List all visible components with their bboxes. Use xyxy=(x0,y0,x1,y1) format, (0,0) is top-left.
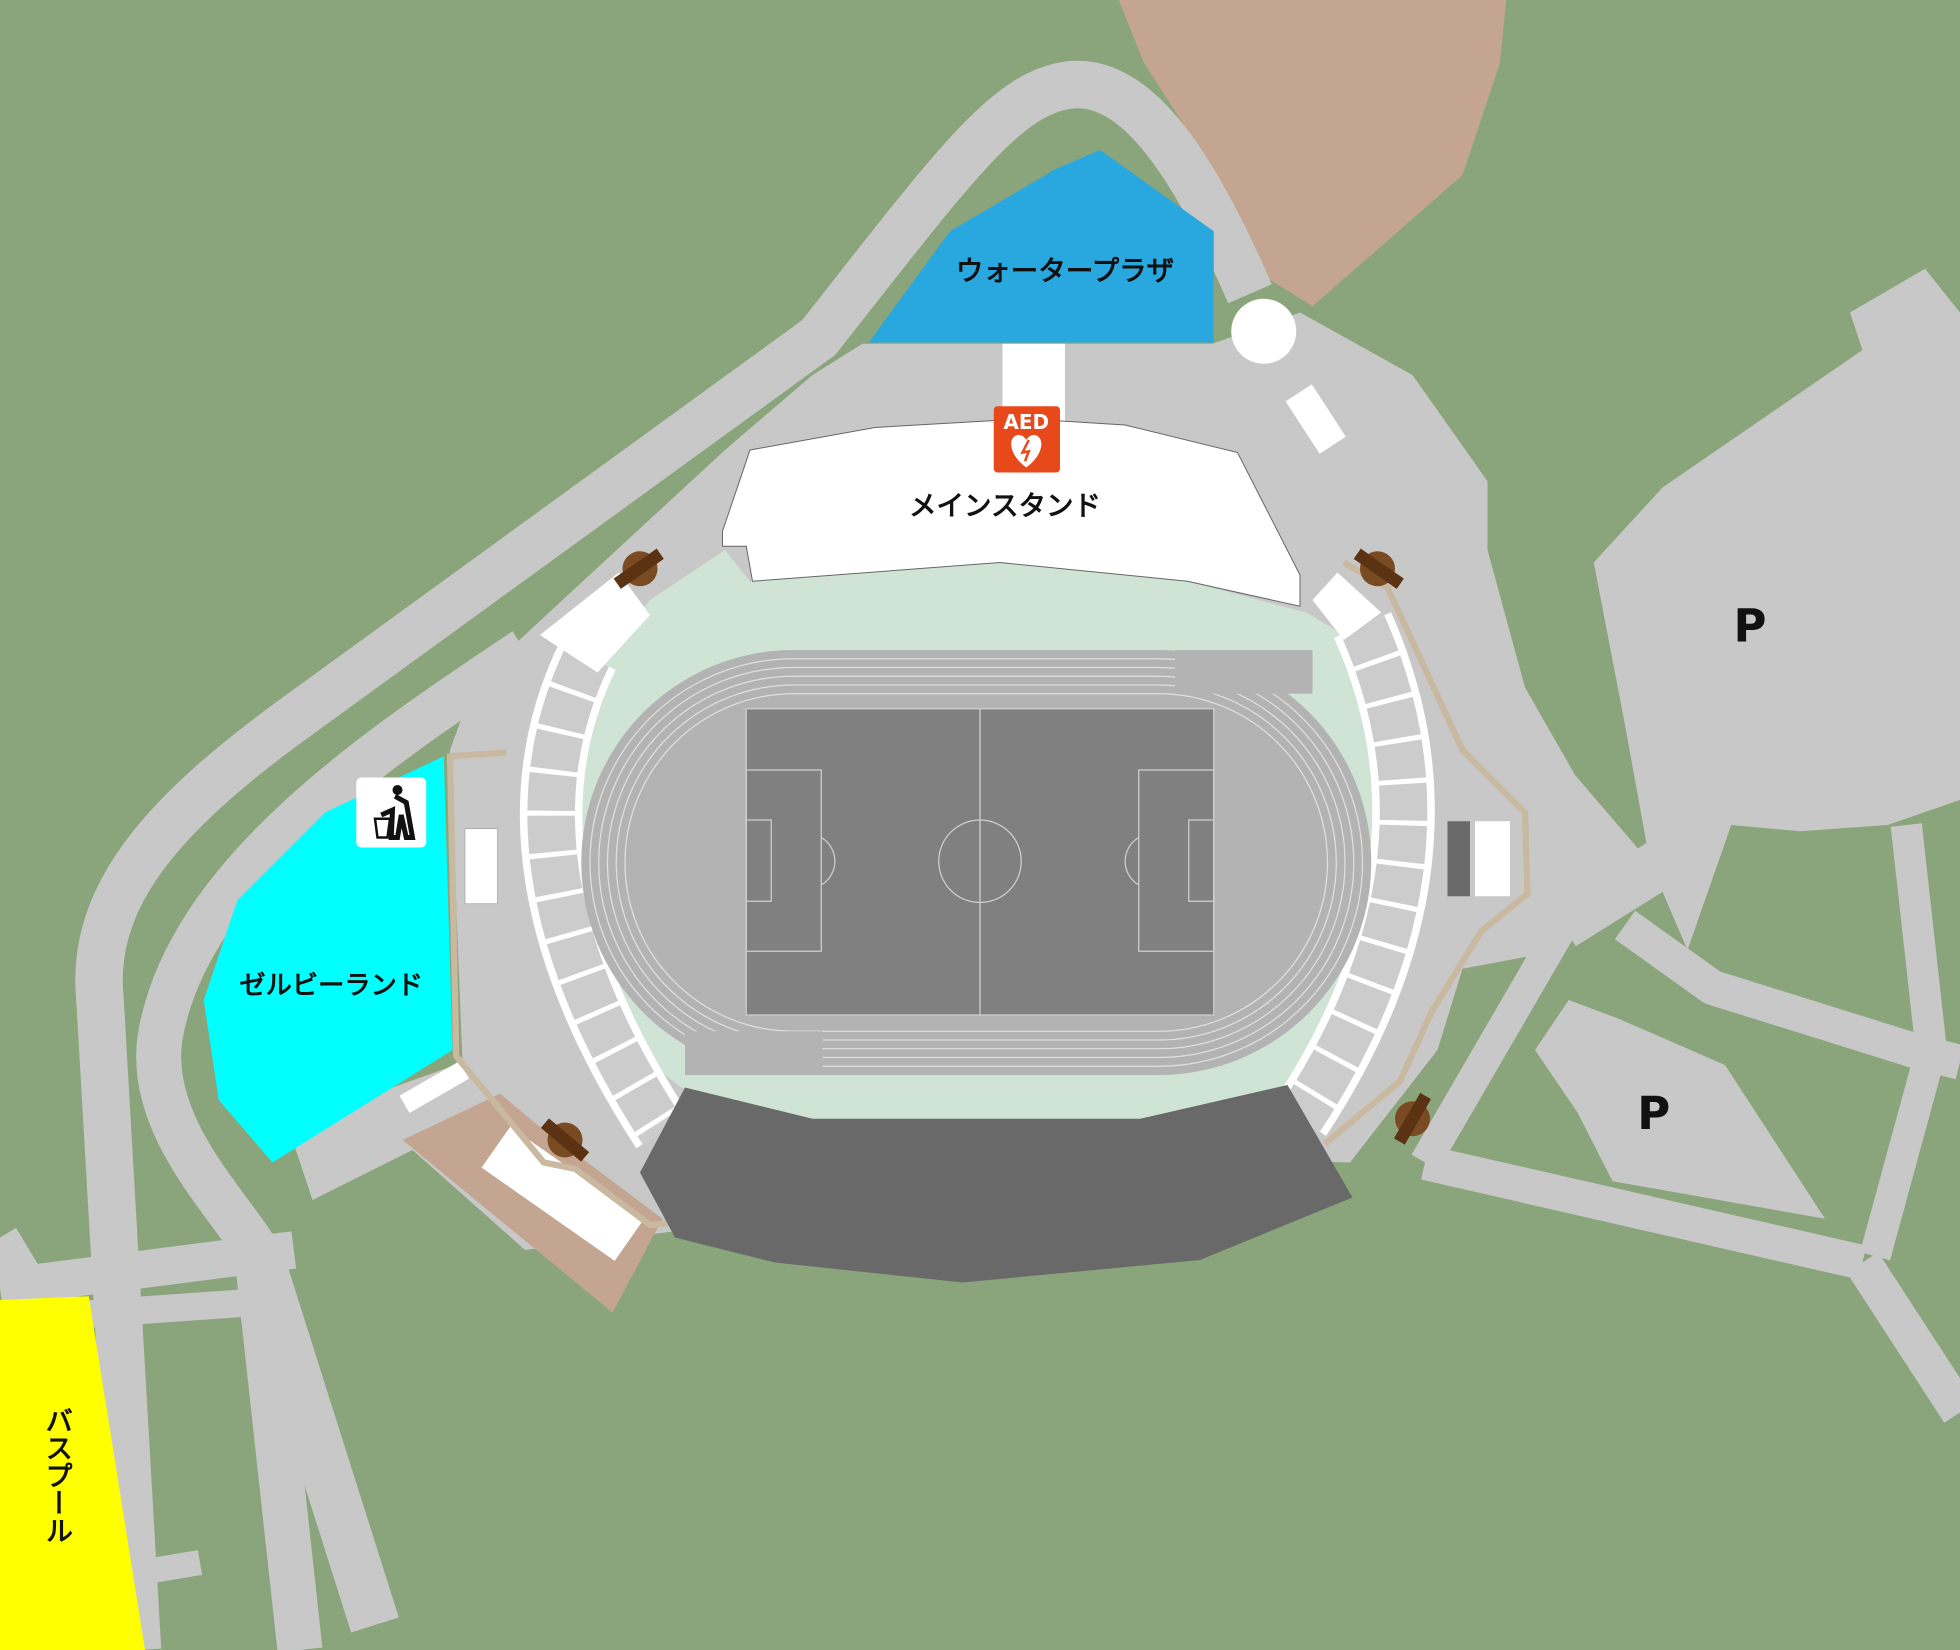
parking-label-southeast: P xyxy=(1637,1087,1670,1140)
footpaths xyxy=(446,559,1531,1229)
gate-icon xyxy=(613,548,664,589)
parking-lot-southeast xyxy=(1535,1000,1825,1219)
soccer-pitch xyxy=(745,708,1215,1016)
parking-label-east: P xyxy=(1734,599,1767,652)
main-stand-label: メインスタンド xyxy=(909,490,1101,522)
aed-label: AED xyxy=(1003,410,1049,434)
trash-bin-icon xyxy=(356,777,427,848)
aed-icon: AED xyxy=(993,406,1060,473)
corner-stand-ne xyxy=(1312,572,1382,640)
corner-stand-nw xyxy=(540,572,650,673)
small-building xyxy=(464,828,498,905)
round-structure xyxy=(1231,298,1297,364)
parking-lot-east xyxy=(1593,268,1960,950)
bus-pool-area[interactable] xyxy=(0,1296,145,1650)
back-stand xyxy=(640,1085,1353,1283)
zelvy-land-area[interactable] xyxy=(203,756,453,1163)
gate-icon xyxy=(1393,1092,1432,1145)
small-building xyxy=(1475,821,1510,897)
water-plaza-label: ウォータープラザ xyxy=(956,255,1174,287)
small-building xyxy=(399,1061,470,1114)
dirt-area-north xyxy=(1118,0,1507,307)
gate-icon xyxy=(540,1118,590,1162)
small-building xyxy=(481,1126,644,1261)
roads xyxy=(0,60,1960,1650)
bus-pool-label: バスプール xyxy=(40,1406,72,1544)
gate-icon xyxy=(1353,548,1404,589)
seating-west xyxy=(519,642,689,1149)
scoreboard xyxy=(1447,821,1470,897)
zelvy-land-label: ゼルビーランド xyxy=(239,971,423,1001)
small-building xyxy=(1285,384,1346,454)
water-plaza-area[interactable] xyxy=(868,150,1214,343)
seating-east xyxy=(1273,612,1435,1136)
